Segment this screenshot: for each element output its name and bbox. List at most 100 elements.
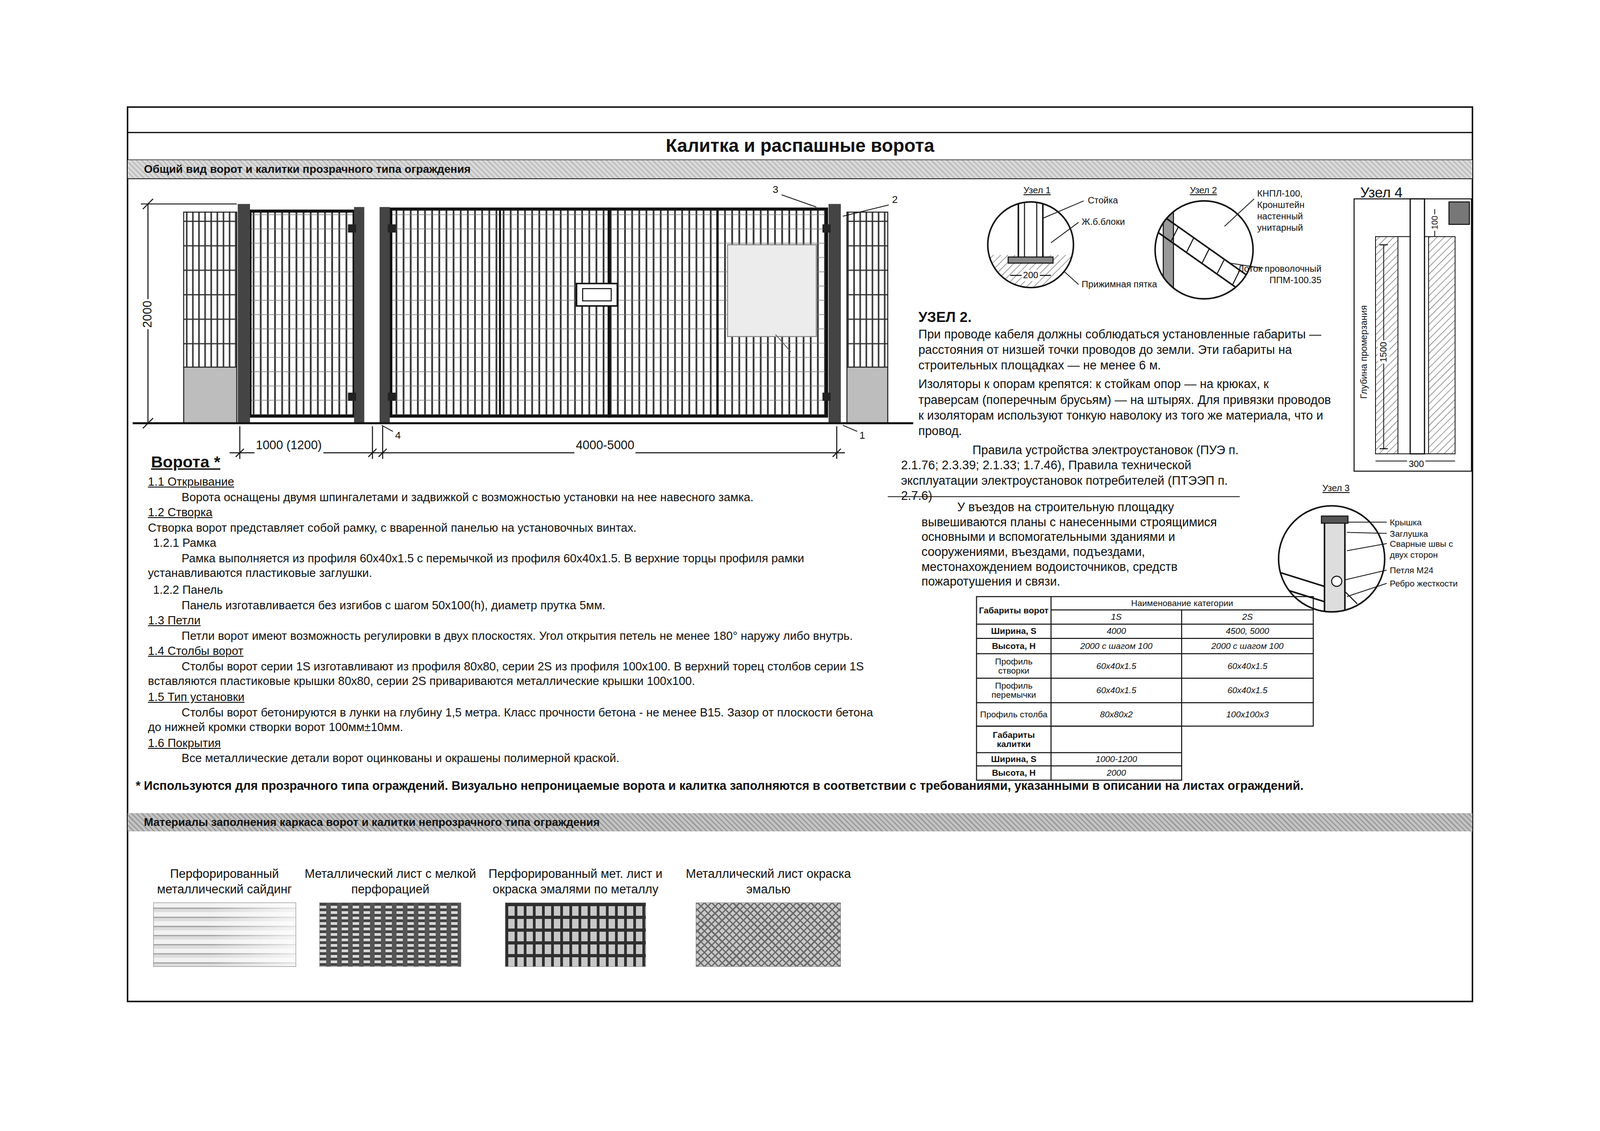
spec-table-grid	[976, 623, 1314, 625]
spec-table-grid	[976, 726, 1182, 781]
table-cell: 2000 с шагом 100	[1181, 638, 1314, 655]
spec-table-grid	[1181, 609, 1183, 727]
dimension-lines	[142, 418, 153, 429]
detail-label: 100	[1429, 214, 1440, 231]
leader-line	[887, 496, 1241, 498]
table-cell: 1S	[1051, 610, 1182, 625]
band-heading: Материалы заполнения каркаса ворот и кал…	[143, 815, 600, 830]
dimension-lines	[368, 448, 377, 458]
detail-label: Глубина промерзания	[1358, 305, 1371, 399]
spec-text: Ворота оснащены двумя шпингалетами и зад…	[147, 489, 883, 505]
table-cell: Габариты ворот	[976, 596, 1051, 625]
gate-elevation	[379, 207, 390, 424]
gate-elevation	[822, 224, 831, 233]
spec-table-grid	[976, 702, 1314, 704]
detail-3-drawing	[1275, 505, 1385, 625]
detail-label: КНПЛ-100, Кронштейн настенный унитарный	[1257, 187, 1321, 234]
leader-line	[1346, 532, 1387, 534]
detail-label: Ж.б.блоки	[1081, 216, 1126, 228]
table-cell: Профиль створки	[976, 654, 1051, 679]
dimension-text: 1000 (1200)	[254, 438, 324, 454]
leader-line	[842, 425, 857, 432]
leader-line	[781, 194, 817, 208]
dimension-lines	[382, 426, 384, 460]
table-cell: 60х40х1.5	[1181, 654, 1314, 679]
spec-text: Створка ворот представляет собой рамку, …	[147, 520, 883, 536]
material-caption: Перфорированный металлический сайдинг	[137, 866, 312, 898]
leader-line	[1051, 222, 1079, 244]
spec-text: 1.1 Открывание	[147, 474, 235, 490]
sheet-frame	[127, 131, 1473, 134]
detail-label: Лоток проволочный ППМ-100.35	[1224, 263, 1322, 287]
leader-line	[381, 425, 393, 432]
gate-elevation	[775, 334, 792, 352]
table-cell: 2000	[1051, 766, 1182, 781]
null	[1018, 198, 1043, 261]
gate-elevation	[387, 224, 397, 233]
null	[1331, 576, 1342, 587]
note-text: Изоляторы к опорам крепятся: к стойкам о…	[918, 376, 1332, 439]
detail-label: Узел 4	[1360, 183, 1403, 202]
note-text: Правила устройства электроустановок (ПУЭ…	[901, 442, 1243, 505]
note-text: УЗЕЛ 2.	[918, 308, 972, 327]
table-cell: 80х80х2	[1051, 703, 1182, 727]
null	[1275, 586, 1325, 603]
dimension-text: 2000	[140, 299, 156, 330]
dimension-text: 4000-5000	[574, 438, 636, 454]
gate-elevation	[576, 283, 618, 307]
gate-elevation	[582, 288, 612, 302]
detail-label: Узел 3	[1322, 482, 1350, 495]
gate-elevation	[387, 392, 397, 402]
table-cell: Ширина, S	[976, 624, 1051, 639]
gate-elevation	[348, 224, 357, 233]
gate-elevation	[132, 203, 914, 424]
band-heading: Общий вид ворот и калитки прозрачного ти…	[143, 162, 471, 177]
null	[985, 255, 1078, 296]
gate-elevation	[132, 422, 914, 425]
null	[1202, 249, 1210, 264]
gate-elevation	[822, 392, 831, 402]
spec-text: 1.2.2 Панель	[153, 582, 224, 598]
null	[1186, 237, 1194, 252]
callout-number: 3	[772, 183, 779, 197]
footnote: * Используются для прозрачного типа огра…	[135, 778, 1463, 794]
section-band: Общий вид ворот и калитки прозрачного ти…	[127, 160, 1473, 179]
spec-table-grid	[976, 677, 1314, 679]
gate-elevation	[846, 367, 888, 424]
spec-text: Панель изготавливается без изгибов с шаг…	[147, 598, 883, 613]
dimension-lines	[832, 448, 841, 458]
detail-1-drawing	[987, 202, 1074, 288]
spec-text: 1.3 Петли	[147, 613, 201, 628]
dimension-lines	[142, 198, 153, 209]
note-text: При проводе кабеля должны соблюдаться ус…	[918, 326, 1332, 374]
spec-text: 1.2 Створка	[147, 505, 213, 520]
spec-table-grid	[976, 596, 1314, 727]
detail-label: Ребро жесткости	[1389, 578, 1458, 590]
dimension-lines	[239, 426, 240, 460]
table-cell: Габариты калитки	[976, 726, 1051, 754]
gate-elevation	[183, 367, 237, 424]
leader-line	[1224, 198, 1255, 227]
callout-number: 4	[395, 429, 401, 443]
leader-line	[842, 204, 889, 217]
detail-3-drawing	[1278, 505, 1385, 613]
section-band: Материалы заполнения каркаса ворот и кал…	[127, 813, 1473, 832]
table-cell: 4000	[1051, 624, 1182, 639]
gate-elevation	[499, 208, 501, 417]
spec-text: 1.5 Тип установки	[147, 689, 245, 705]
sheet-frame	[127, 107, 1473, 1002]
table-cell: Высота, Н	[976, 638, 1051, 655]
detail-label: Петля М24	[1389, 565, 1434, 577]
material-sample: Металлический лист с мелкой перфорацией	[319, 902, 462, 968]
table-cell: 60х40х1.5	[1181, 678, 1314, 704]
material-sample: Перфорированный мет. лист и окраска эмал…	[505, 902, 647, 968]
gate-elevation	[348, 392, 357, 402]
gate-elevation	[828, 203, 841, 424]
leader-line	[1338, 570, 1387, 582]
table-cell: 100х100х3	[1181, 703, 1314, 727]
leader-line	[1042, 201, 1084, 219]
detail-label: Стойка	[1087, 194, 1118, 207]
null	[1217, 259, 1225, 274]
detail-label: Узел 2	[1189, 184, 1218, 197]
table-cell: 60х40х1.5	[1051, 678, 1182, 704]
